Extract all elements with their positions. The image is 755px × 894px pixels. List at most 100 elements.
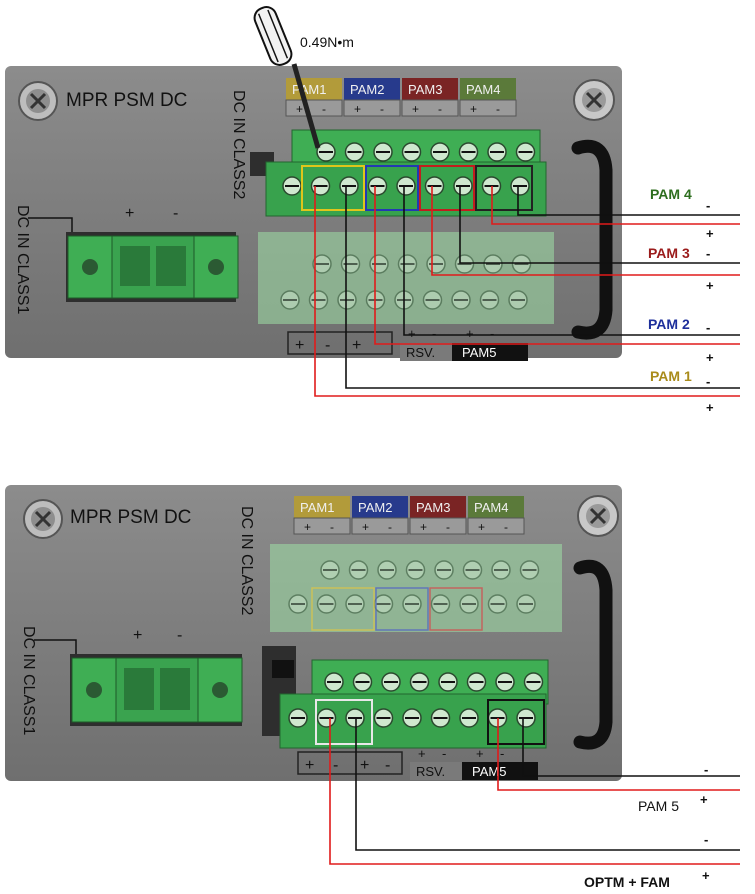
class1-minus: - xyxy=(177,627,182,644)
pam-header-label: PAM1 xyxy=(292,82,326,97)
terminal-screw-icon xyxy=(374,143,392,161)
terminal-screw-icon xyxy=(513,255,531,273)
panel-title: MPR PSM DC xyxy=(66,90,187,111)
terminal-screw-icon xyxy=(378,561,396,579)
pam-header-minus: - xyxy=(496,102,500,116)
terminal-screw-icon xyxy=(318,709,336,727)
top-pam5-label: PAM5 xyxy=(462,345,496,360)
screw-icon xyxy=(24,500,62,538)
terminal-screw-icon xyxy=(427,255,445,273)
terminal-screw-icon xyxy=(521,561,539,579)
terminal-screw-icon xyxy=(484,255,502,273)
terminal-screw-icon xyxy=(452,291,470,309)
pam-header-plus: + xyxy=(470,102,477,116)
pam-header-minus: - xyxy=(380,102,384,116)
terminal-screw-icon xyxy=(454,177,472,195)
terminal-screw-icon xyxy=(481,291,499,309)
terminal-screw-icon xyxy=(342,255,360,273)
pam-header-1: PAM1+- xyxy=(294,496,350,534)
terminal-screw-icon xyxy=(281,291,299,309)
pam-header-minus: - xyxy=(504,520,508,534)
terminal-screw-icon xyxy=(424,291,442,309)
terminal-screw-icon xyxy=(289,709,307,727)
optm-minus: - xyxy=(704,832,708,847)
terminal-screw-icon xyxy=(460,709,478,727)
top-pam5-plus: + xyxy=(466,326,474,341)
bot-rsv-label: RSV. xyxy=(416,764,445,779)
terminal-screw-icon xyxy=(496,673,514,691)
terminal-screw-icon xyxy=(403,595,421,613)
top-plus-1: + xyxy=(295,337,304,354)
top-pam5-minus: - xyxy=(490,326,494,341)
terminal-screw-icon xyxy=(509,291,527,309)
terminal-screw-icon xyxy=(435,561,453,579)
terminal-screw-icon xyxy=(399,255,417,273)
terminal-screw-icon xyxy=(346,595,364,613)
terminal-screw-icon xyxy=(411,673,429,691)
terminal-screw-icon xyxy=(460,595,478,613)
pam2-plus: + xyxy=(706,350,714,365)
bot-pam5-plus: + xyxy=(476,746,484,761)
top-rsv-plus: + xyxy=(408,326,416,341)
pam-header-label: PAM4 xyxy=(474,500,508,515)
top-rsv-minus: - xyxy=(432,326,436,341)
terminal-screw-icon xyxy=(489,595,507,613)
terminal-screw-icon xyxy=(289,595,307,613)
terminal-screw-icon xyxy=(310,291,328,309)
terminal-screw-icon xyxy=(492,561,510,579)
terminal-screw-icon xyxy=(350,561,368,579)
pam-header-4: PAM4 + - xyxy=(468,496,524,534)
terminal-screw-icon xyxy=(346,709,364,727)
terminal-screw-icon xyxy=(464,561,482,579)
screw-icon xyxy=(574,80,614,120)
pam-header-plus: + xyxy=(478,520,485,534)
pam-header-plus: + xyxy=(354,102,361,116)
class1-minus: - xyxy=(173,205,178,222)
torque-label: 0.49N•m xyxy=(300,34,354,50)
terminal-screw-icon xyxy=(325,673,343,691)
terminal-screw-icon xyxy=(283,177,301,195)
pam4-plus: + xyxy=(706,226,714,241)
pam-header-2: PAM2+- xyxy=(352,496,408,534)
bot-minus-1: - xyxy=(333,757,338,774)
pam-header-minus: - xyxy=(330,520,334,534)
pam-header-3: PAM3+- xyxy=(402,78,458,116)
pam5-minus: - xyxy=(704,762,708,777)
pam-header-plus: + xyxy=(420,520,427,534)
wire-label-pam5: PAM 5 xyxy=(638,798,679,814)
terminal-screw-icon xyxy=(318,595,336,613)
terminal-screw-icon xyxy=(407,561,425,579)
terminal-screw-icon xyxy=(460,143,478,161)
terminal-block-upper xyxy=(250,130,546,216)
pam3-minus: - xyxy=(706,246,710,261)
pam4-minus: - xyxy=(706,198,710,213)
terminal-screw-icon xyxy=(346,143,364,161)
terminal-screw-icon xyxy=(426,177,444,195)
pam2-minus: - xyxy=(706,320,710,335)
screw-icon xyxy=(578,496,618,536)
pam-header-4: PAM4 + - xyxy=(460,78,516,116)
pam-header-1: PAM1+- xyxy=(286,78,342,116)
terminal-screw-icon xyxy=(375,595,393,613)
wire-label-pam1: PAM 1 xyxy=(650,368,692,384)
top-rsv-label: RSV. xyxy=(406,345,435,360)
terminal-screw-icon xyxy=(468,673,486,691)
bot-minus-2: - xyxy=(385,757,390,774)
pam5-plus: + xyxy=(700,792,708,807)
top-plus-2: + xyxy=(352,337,361,354)
pam1-minus: - xyxy=(706,374,710,389)
bottom-panel: MPR PSM DC DC IN CLASS2 DC IN CLASS1 + -… xyxy=(5,485,622,781)
terminal-screw-icon xyxy=(511,177,529,195)
terminal-screw-icon xyxy=(517,595,535,613)
pam-header-minus: - xyxy=(438,102,442,116)
dc-in-class1-label: DC IN CLASS1 xyxy=(14,205,31,314)
wire-label-optm-fam: OPTM + FAM xyxy=(584,874,670,890)
terminal-screw-icon xyxy=(354,673,372,691)
terminal-screw-icon xyxy=(338,291,356,309)
terminal-screw-icon xyxy=(517,709,535,727)
pam-header-plus: + xyxy=(304,520,311,534)
pam-header-label: PAM3 xyxy=(416,500,450,515)
pam-header-label: PAM4 xyxy=(466,82,500,97)
terminal-screw-icon xyxy=(403,143,421,161)
